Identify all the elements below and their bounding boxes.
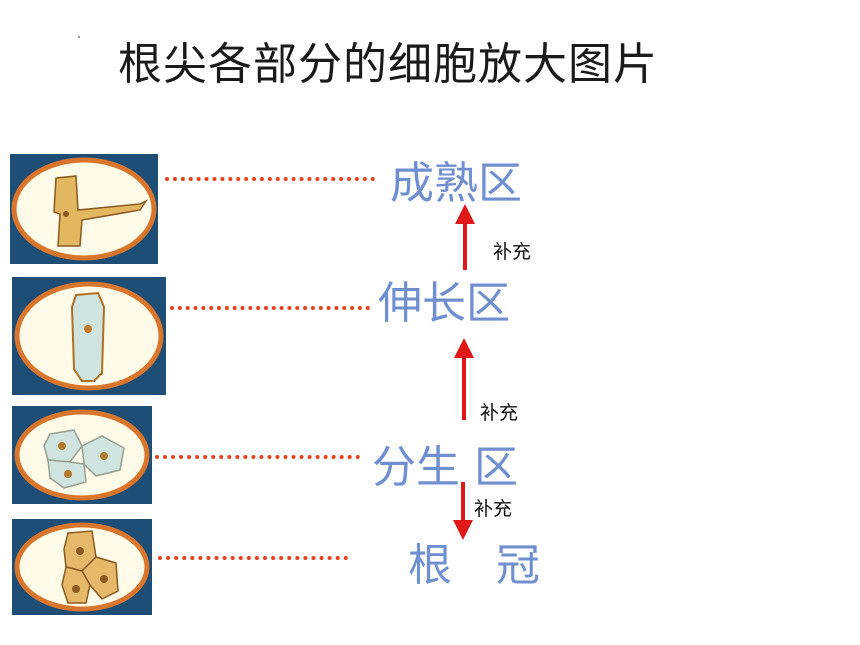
- root-cap-cell-image: [12, 519, 152, 615]
- arrow-note-2: 补充: [480, 402, 519, 424]
- leader-line-root-cap: [158, 556, 348, 560]
- stray-dot: [78, 36, 80, 38]
- zone-label-root-cap: 根 冠: [408, 540, 540, 591]
- leader-line-maturation: [165, 177, 375, 181]
- meristem-cell-image: [12, 406, 152, 504]
- leader-line-elongation: [170, 306, 370, 310]
- zone-label-maturation: 成熟区: [390, 158, 522, 209]
- zone-label-meristem: 分生 区: [372, 442, 518, 493]
- zone-label-elongation: 伸长区: [378, 278, 510, 329]
- elongation-cell-image: [12, 277, 166, 395]
- arrow-note-3: 补充: [474, 498, 513, 520]
- slide-title: 根尖各部分的细胞放大图片: [118, 39, 658, 90]
- leader-line-meristem: [155, 455, 360, 459]
- arrow-note-1: 补充: [493, 241, 532, 263]
- root-hair-cell-image: [10, 154, 158, 264]
